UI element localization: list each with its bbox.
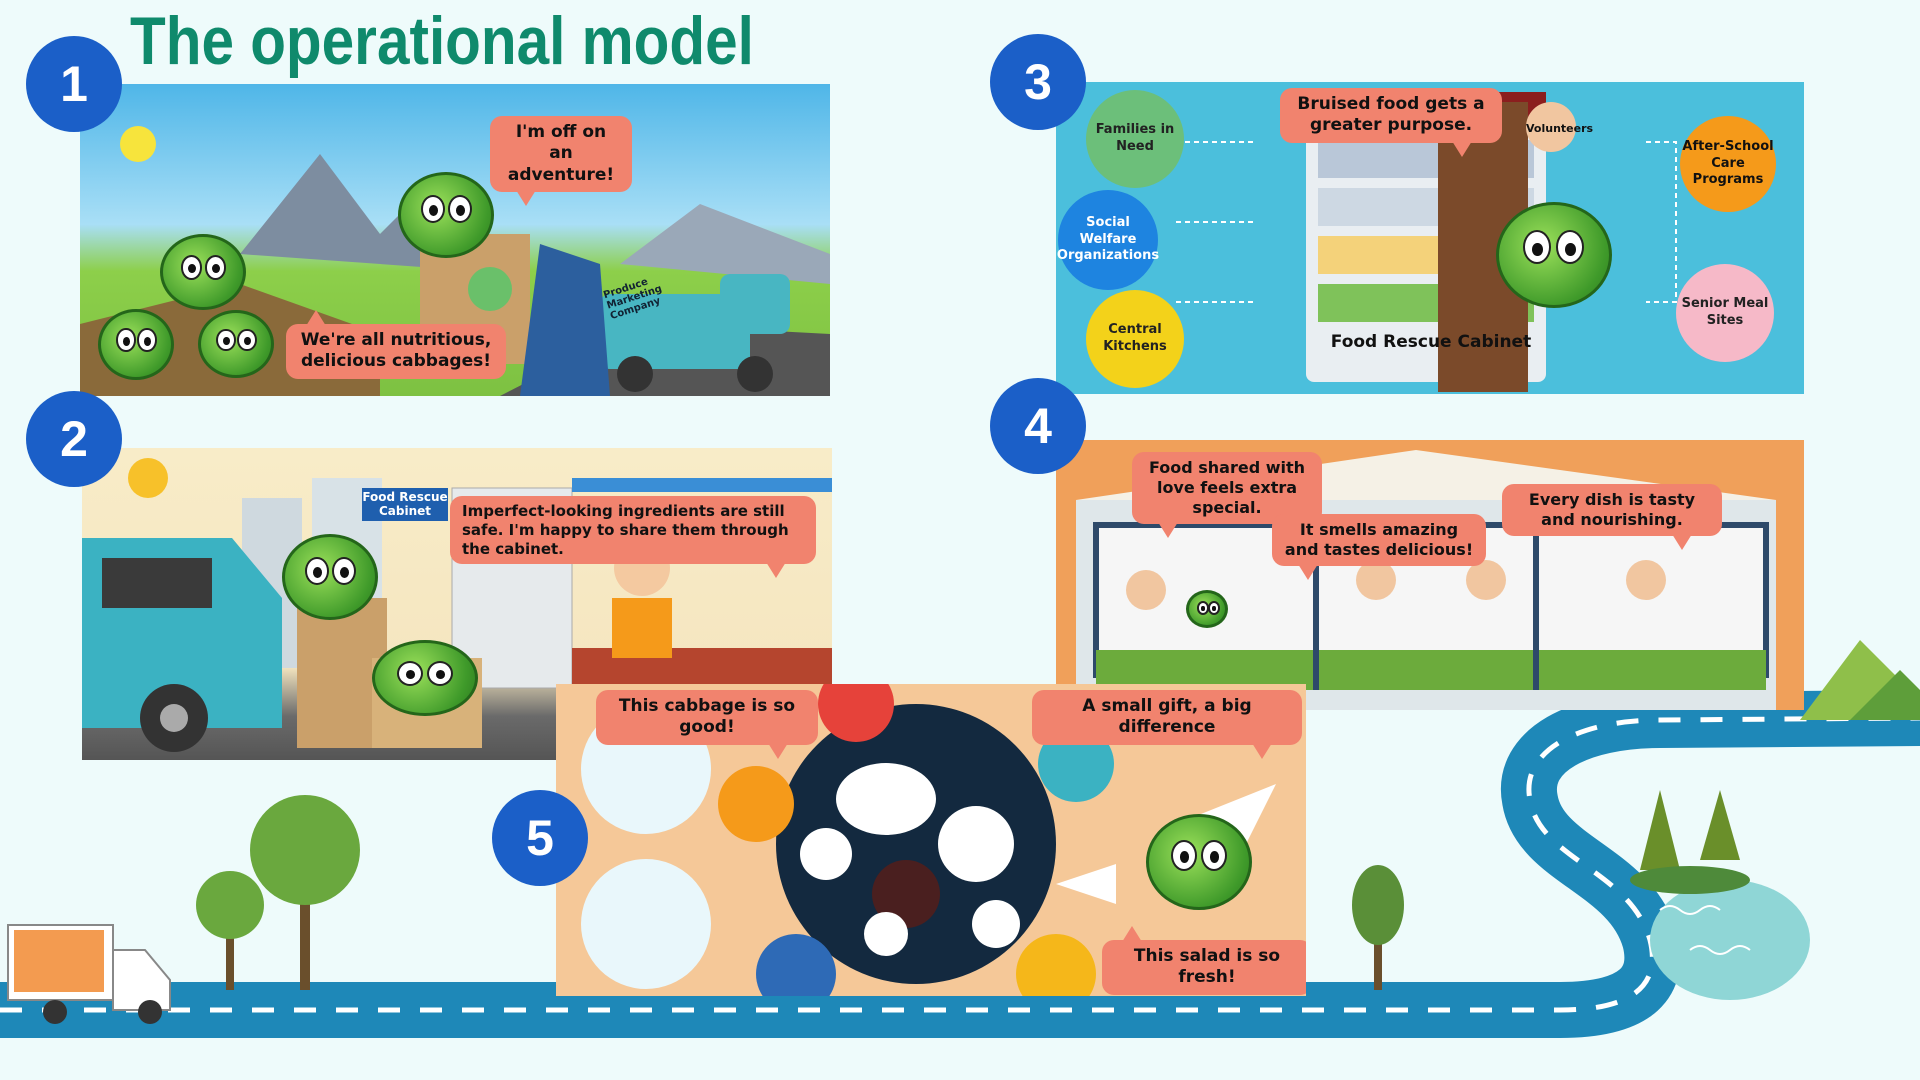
panel-farm: Produce Marketing Company I'm off on an …	[80, 84, 830, 396]
speech-bubble-adventure: I'm off on an adventure!	[490, 116, 632, 206]
step-4-badge: 4	[990, 378, 1086, 474]
panel-cabinet: Volunteers Food Rescue Cabinet Bruised f…	[1056, 82, 1804, 394]
step-1-badge: 1	[26, 36, 122, 132]
step-3-badge: 3	[990, 34, 1086, 130]
circle-families-in-need: Families in Need	[1086, 90, 1184, 188]
panel-kitchen: Food shared with love feels extra specia…	[1056, 440, 1804, 710]
step-2-badge: 2	[26, 391, 122, 487]
cabinet-label: Food Rescue Cabinet	[1330, 332, 1532, 352]
speech-bubble-small-gift: A small gift, a big difference	[1032, 690, 1302, 758]
page-title: The operational model	[130, 3, 754, 79]
circle-senior-meal: Senior Meal Sites	[1676, 264, 1774, 362]
circle-after-school: After-School Care Programs	[1680, 116, 1776, 212]
speech-bubble-tasty: Every dish is tasty and nourishing.	[1502, 484, 1722, 550]
panel-dining: This cabbage is so good! A small gift, a…	[556, 684, 1306, 996]
circle-central-kitchens: Central Kitchens	[1086, 290, 1184, 388]
speech-bubble-imperfect: Imperfect-looking ingredients are still …	[450, 496, 816, 579]
speech-bubble-cabbage-good: This cabbage is so good!	[596, 690, 818, 758]
speech-bubble-nutritious: We're all nutritious, delicious cabbages…	[286, 310, 506, 379]
volunteers-label: Volunteers	[1526, 122, 1594, 135]
cabinet-sign: Food Rescue Cabinet	[362, 488, 448, 521]
step-5-badge: 5	[492, 790, 588, 886]
circle-social-welfare: Social Welfare Organizations	[1057, 190, 1159, 290]
speech-bubble-bruised: Bruised food gets a greater purpose.	[1280, 88, 1502, 156]
speech-bubble-smells: It smells amazing and tastes delicious!	[1272, 514, 1486, 580]
speech-bubble-shared-love: Food shared with love feels extra specia…	[1132, 452, 1322, 538]
speech-bubble-salad-fresh: This salad is so fresh!	[1102, 926, 1306, 995]
